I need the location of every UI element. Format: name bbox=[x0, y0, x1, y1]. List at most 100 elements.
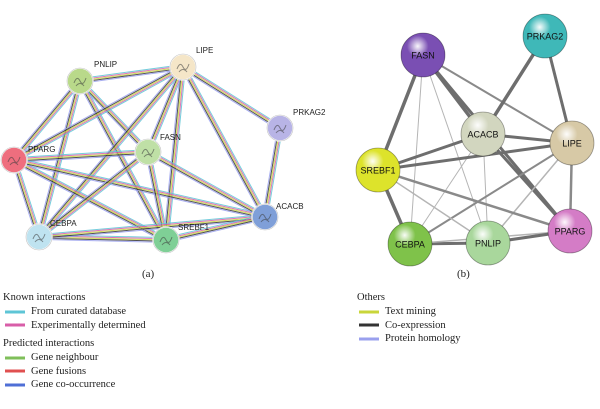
edge-a-lipe-srebf1 bbox=[163, 66, 186, 241]
node-b-sphere bbox=[549, 120, 595, 166]
edge-a-stripe bbox=[13, 151, 149, 161]
edge-a-stripe bbox=[13, 159, 266, 218]
node-a-outline bbox=[169, 53, 197, 81]
legend-label-neighbour: Gene neighbour bbox=[31, 352, 99, 364]
node-a-label: LIPE bbox=[196, 46, 213, 55]
node-b-label: SREBF1 bbox=[360, 166, 395, 176]
node-b-label: PNLIP bbox=[475, 239, 501, 249]
legend-known-predicted: Known interactions From curated database… bbox=[3, 291, 146, 392]
legend-predicted-title: Predicted interactions bbox=[3, 338, 95, 349]
node-b-sphere bbox=[387, 221, 433, 267]
legend-swatch-coexpression bbox=[359, 323, 379, 327]
edge-a-lipe-prkag2 bbox=[181, 64, 282, 131]
panel-b-label: (b) bbox=[457, 268, 470, 280]
edge-a-stripe bbox=[14, 157, 266, 216]
edge-a-stripe bbox=[13, 65, 183, 160]
node-a-label: CEBPA bbox=[50, 219, 77, 228]
protein-structure-icon bbox=[159, 236, 173, 246]
node-a-outline bbox=[25, 223, 53, 251]
edge-a-stripe bbox=[166, 67, 185, 241]
node-a-fasn[interactable]: FASN bbox=[134, 133, 181, 166]
node-b-label: PPARG bbox=[555, 227, 586, 237]
edge-b-lipe-cebpa bbox=[409, 142, 573, 245]
node-b-lipe[interactable]: LIPE bbox=[549, 120, 595, 166]
edge-b-lipe-srebf1 bbox=[376, 141, 574, 172]
node-b-pparg[interactable]: PPARG bbox=[547, 208, 593, 254]
edge-a-stripe bbox=[147, 66, 184, 153]
legend-label-experimental: Experimentally determined bbox=[31, 319, 146, 331]
legend-item-experimental: Experimentally determined bbox=[3, 319, 146, 333]
edge-a-stripe bbox=[79, 80, 167, 241]
edge-a-lipe-pparg bbox=[12, 64, 185, 163]
node-b-prkag2[interactable]: PRKAG2 bbox=[522, 13, 568, 59]
node-b-sphere bbox=[460, 111, 506, 157]
edge-a-stripe bbox=[164, 66, 183, 240]
edge-a-stripe bbox=[38, 215, 265, 237]
node-b-sphere bbox=[465, 220, 511, 266]
edge-a-stripe bbox=[12, 161, 166, 243]
node-b-fasn[interactable]: FASN bbox=[400, 32, 446, 78]
edge-a-lipe-acacb bbox=[180, 65, 268, 219]
node-b-acacb[interactable]: ACACB bbox=[460, 111, 506, 157]
node-a-pnlip[interactable]: PNLIP bbox=[66, 60, 117, 95]
edge-a-stripe bbox=[183, 65, 281, 128]
edge-b-fasn-lipe bbox=[422, 54, 573, 144]
node-a-lipe[interactable]: LIPE bbox=[169, 46, 213, 81]
node-b-pnlip[interactable]: PNLIP bbox=[465, 220, 511, 266]
node-b-srebf1[interactable]: SREBF1 bbox=[355, 147, 401, 193]
node-b-sphere bbox=[547, 208, 593, 254]
legend-item-homology: Protein homology bbox=[357, 332, 461, 346]
node-a-label: SREBF1 bbox=[178, 223, 210, 232]
edge-b-srebf1-pnlip bbox=[377, 169, 489, 244]
node-a-outline bbox=[66, 67, 94, 95]
edge-a-stripe bbox=[263, 127, 280, 217]
legend-item-neighbour: Gene neighbour bbox=[3, 351, 146, 365]
legend-label-fusions: Gene fusions bbox=[31, 365, 87, 377]
edge-a-srebf1-acacb bbox=[165, 214, 266, 243]
node-a-outline bbox=[152, 226, 180, 254]
edge-a-stripe bbox=[165, 66, 184, 241]
edge-a-stripe bbox=[165, 216, 266, 241]
edge-a-stripe bbox=[80, 80, 168, 240]
edge-a-stripe bbox=[262, 127, 279, 217]
edge-a-stripe bbox=[39, 218, 266, 240]
node-b-cebpa[interactable]: CEBPA bbox=[387, 221, 433, 267]
edge-a-fasn-cebpa bbox=[37, 149, 150, 240]
edge-a-stripe bbox=[146, 152, 166, 241]
edge-a-stripe bbox=[37, 149, 147, 236]
legend-others: Others Text mining Co-expression Protein… bbox=[357, 291, 461, 346]
legend-label-homology: Protein homology bbox=[385, 333, 461, 345]
legend-label-curated: From curated database bbox=[31, 306, 127, 318]
node-a-pparg[interactable]: PPARG bbox=[0, 145, 55, 174]
edge-a-stripe bbox=[78, 81, 148, 154]
edge-a-stripe bbox=[38, 238, 166, 243]
node-b-sphere bbox=[355, 147, 401, 193]
node-a-outline bbox=[251, 203, 279, 231]
edge-a-stripe bbox=[163, 66, 182, 240]
edge-a-stripe bbox=[38, 237, 166, 242]
edge-b-srebf1-pparg bbox=[376, 168, 572, 233]
node-a-acacb[interactable]: ACACB bbox=[251, 202, 304, 231]
edge-a-stripe bbox=[80, 79, 150, 152]
edge-a-stripe bbox=[14, 158, 266, 217]
node-a-srebf1[interactable]: SREBF1 bbox=[152, 223, 210, 254]
node-b-label: LIPE bbox=[562, 139, 582, 149]
edge-a-stripe bbox=[264, 127, 281, 218]
legend-swatch-curated bbox=[5, 310, 25, 314]
edge-a-stripe bbox=[12, 79, 80, 160]
edge-a-stripe bbox=[146, 66, 183, 152]
edge-a-stripe bbox=[77, 81, 165, 242]
edge-a-stripe bbox=[184, 64, 282, 127]
node-a-cebpa[interactable]: CEBPA bbox=[25, 219, 77, 251]
edge-a-stripe bbox=[79, 66, 184, 82]
protein-structure-icon bbox=[176, 63, 190, 73]
node-a-prkag2[interactable]: PRKAG2 bbox=[266, 108, 326, 142]
legend-swatch-neighbour bbox=[5, 356, 25, 360]
legend-label-cooccurrence: Gene co-occurrence bbox=[31, 379, 116, 391]
legend-swatch-textmining bbox=[359, 310, 379, 314]
edge-a-stripe bbox=[146, 153, 265, 220]
edge-a-pparg-fasn bbox=[13, 149, 149, 163]
edge-a-stripe bbox=[39, 217, 266, 239]
